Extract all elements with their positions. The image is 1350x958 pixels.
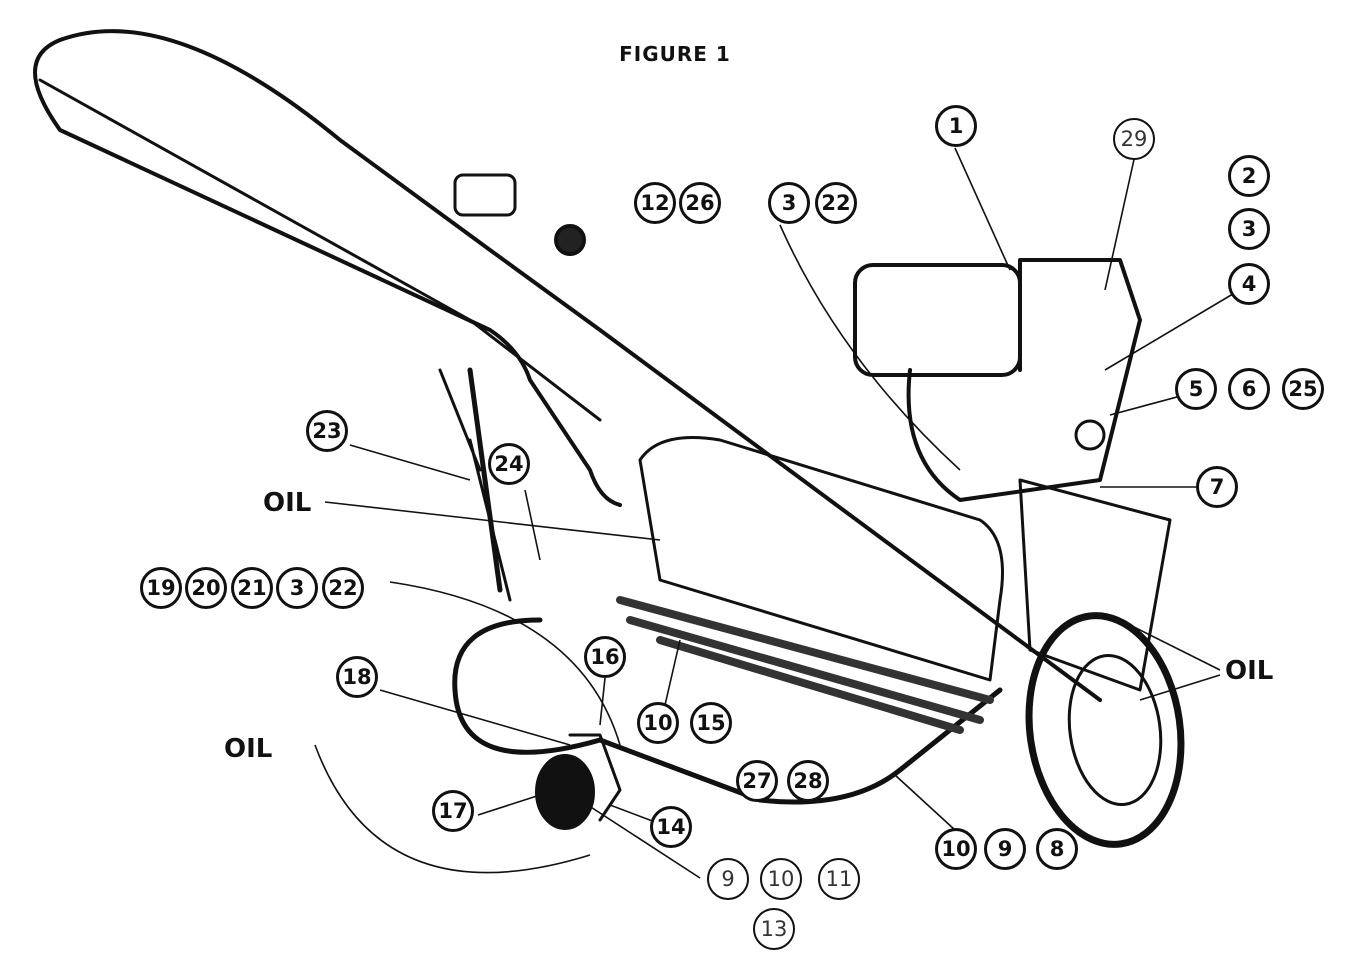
engine-block [906,258,1142,502]
front-frame [452,367,1003,805]
callout-22a: 22 [815,182,857,224]
callout-23: 23 [306,410,348,452]
oil-label-1: OIL [263,488,312,518]
callout-10a: 10 [637,702,679,744]
fuel-tank [853,263,1022,377]
callout-6: 6 [1228,368,1270,410]
throttle-knob [554,224,586,256]
callout-27: 27 [736,760,778,802]
callout-8: 8 [1036,828,1078,870]
figure-title: FIGURE 1 [619,42,731,66]
oil-label-3: OIL [1225,656,1274,686]
engine-shaft [1074,419,1106,451]
rear-wheel-hub [1067,653,1163,807]
callout-3a: 3 [1228,208,1270,250]
callout-24: 24 [488,443,530,485]
callout-22b: 22 [322,567,364,609]
callout-9a: 9 [984,828,1026,870]
callout-10c: 10 [760,858,802,900]
callout-18: 18 [336,656,378,698]
callout-28: 28 [787,760,829,802]
callout-17: 17 [432,790,474,832]
callout-26: 26 [679,182,721,224]
callout-29: 29 [1113,118,1155,160]
callout-16: 16 [584,636,626,678]
handle-rear-rail [33,38,622,507]
callout-14: 14 [650,806,692,848]
callout-5: 5 [1175,368,1217,410]
brush-housing [638,436,1004,682]
castor-wheel [535,754,595,830]
callout-11: 11 [818,858,860,900]
rear-wheel [1025,612,1185,848]
callout-25: 25 [1282,368,1324,410]
callout-10b: 10 [935,828,977,870]
oil-label-2: OIL [224,734,273,764]
callout-21: 21 [231,567,273,609]
callout-4: 4 [1228,263,1270,305]
brush-bristles [616,596,994,734]
callout-20: 20 [185,567,227,609]
side-plate [1018,478,1172,692]
callout-3b: 3 [768,182,810,224]
callout-19: 19 [140,567,182,609]
callout-3c: 3 [276,567,318,609]
handle-front-rail [58,29,1102,702]
callout-2: 2 [1228,155,1270,197]
callout-12: 12 [634,182,676,224]
handle-bracket [453,173,517,217]
handle-inner-rail [38,78,602,422]
callout-7: 7 [1196,466,1238,508]
callout-1: 1 [935,105,977,147]
callout-13: 13 [753,908,795,950]
callout-9b: 9 [707,858,749,900]
callout-15: 15 [690,702,732,744]
